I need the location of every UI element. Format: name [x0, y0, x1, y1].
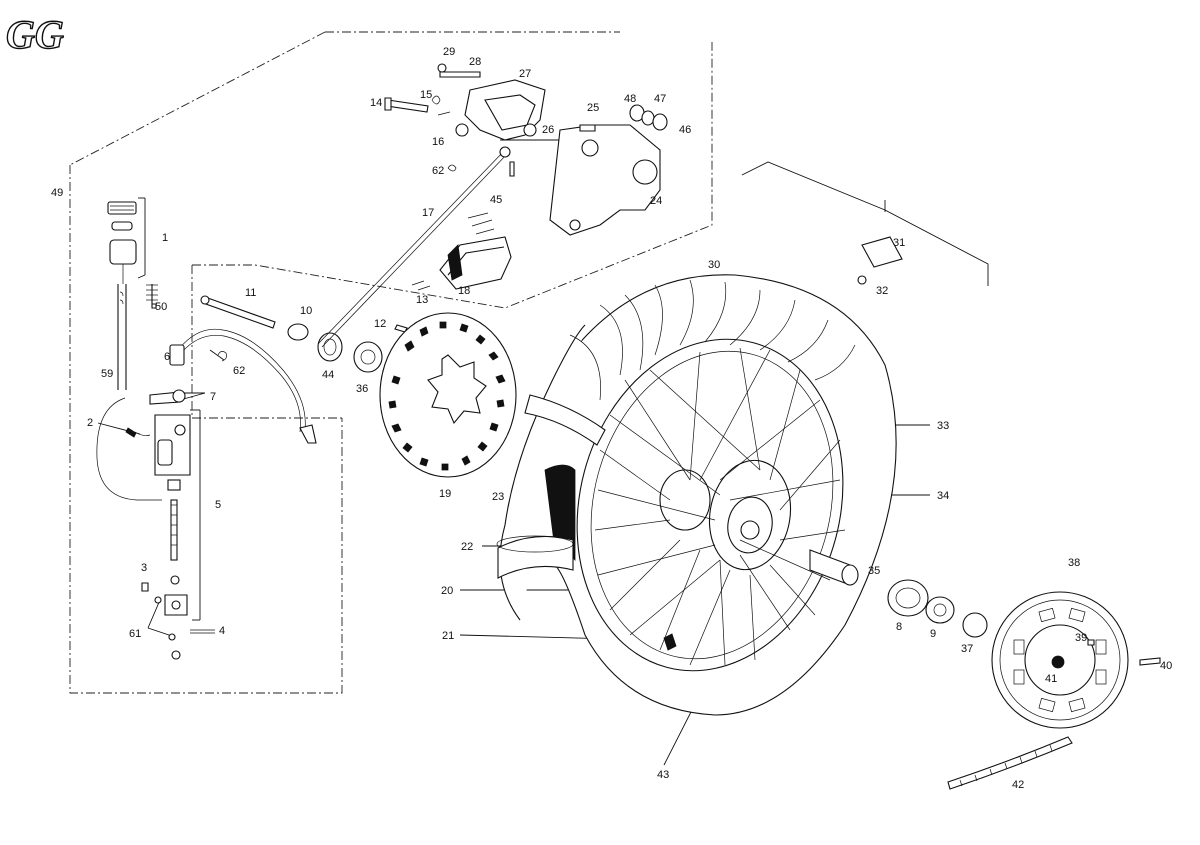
callout: 2 [87, 417, 93, 429]
callout: 48 [624, 93, 636, 105]
brand-logo-text: GG [6, 12, 64, 57]
callout: 42 [1012, 779, 1024, 791]
callout: 12 [374, 318, 386, 330]
rear-brake-disc [379, 312, 517, 478]
rear-brake-hose [169, 328, 317, 444]
callout: 11 [245, 287, 256, 299]
callout: 25 [587, 102, 599, 114]
callout: 6 [164, 351, 170, 363]
callout: 23 [492, 491, 504, 503]
caliper-bracket [549, 104, 668, 236]
callout: 3 [141, 562, 147, 574]
rim-tape-and-tube [496, 394, 606, 579]
drive-chain [947, 736, 1073, 790]
rear-master-cylinder [96, 201, 215, 660]
callout: 39 [1075, 632, 1087, 644]
callout: 36 [356, 383, 368, 395]
axle-and-spacers [200, 295, 408, 373]
callout: 62 [432, 165, 444, 177]
sprocket-side-parts [809, 236, 988, 638]
callout: 10 [300, 305, 312, 317]
callout: 41 [1045, 673, 1057, 685]
callout: 33 [937, 420, 949, 432]
callout: 49 [51, 187, 63, 199]
callout: 43 [657, 769, 669, 781]
callout: 7 [210, 391, 216, 403]
callout: 19 [439, 488, 451, 500]
callout: 18 [458, 285, 470, 297]
callout: 1 [162, 232, 168, 244]
callout: 14 [370, 97, 382, 109]
brake-pads [411, 212, 512, 291]
callout: 44 [322, 369, 334, 381]
callout: 24 [650, 195, 662, 207]
callout: 8 [896, 621, 902, 633]
rear-sprocket [991, 591, 1161, 729]
callout: 27 [519, 68, 531, 80]
callout: 45 [490, 194, 502, 206]
callout: 32 [876, 285, 888, 297]
callout: 37 [961, 643, 973, 655]
callout: 40 [1160, 660, 1172, 672]
callout: 5 [215, 499, 221, 511]
brand-logo: GG [5, 11, 64, 57]
callout: 9 [930, 628, 936, 640]
callout: 47 [654, 93, 666, 105]
callout: 28 [469, 56, 481, 68]
callout: 4 [219, 625, 225, 637]
callout: 20 [441, 585, 453, 597]
callout: 13 [416, 294, 428, 306]
callout: 38 [1068, 557, 1080, 569]
callout: 30 [708, 259, 720, 271]
callout: 59 [101, 368, 113, 380]
part-callouts: 1 2 3 4 5 6 7 8 9 10 11 12 13 14 15 16 1… [51, 46, 1172, 791]
rear-brake-caliper [384, 63, 546, 177]
callout: 17 [422, 207, 434, 219]
callout: 31 [893, 237, 905, 249]
callout: 35 [868, 565, 880, 577]
callout: 22 [461, 541, 473, 553]
callout: 34 [937, 490, 949, 502]
callout: 50 [155, 301, 167, 313]
callout: 26 [542, 124, 554, 136]
callout: 16 [432, 136, 444, 148]
caliper-brake-line [317, 149, 510, 348]
group-outlines [69, 31, 989, 694]
callout: 15 [420, 89, 432, 101]
callout: 21 [442, 630, 454, 642]
callout: 62 [233, 365, 245, 377]
callout: 61 [129, 628, 141, 640]
callout: 46 [679, 124, 691, 136]
callout: 29 [443, 46, 455, 58]
